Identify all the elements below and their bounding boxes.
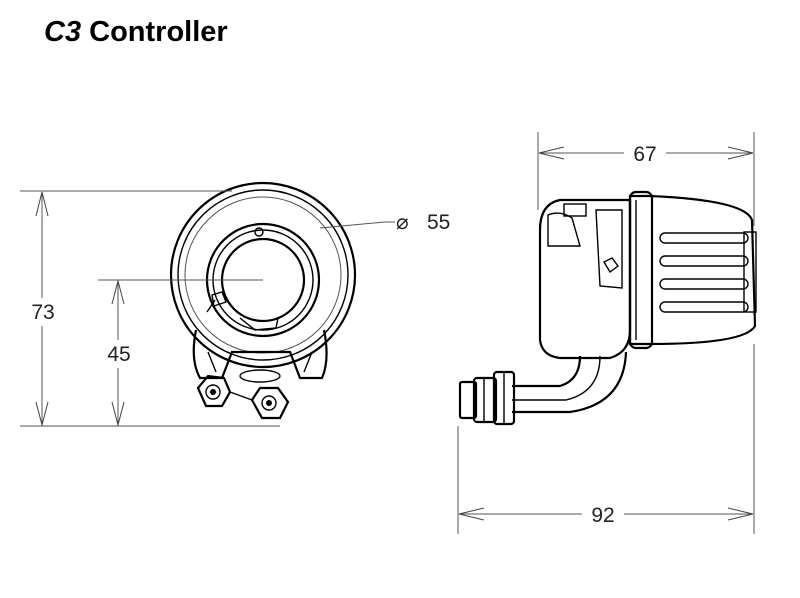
side-view <box>458 190 757 426</box>
dim-73-bg <box>24 298 62 326</box>
connector-tip <box>458 380 478 420</box>
clamp-body <box>192 329 328 380</box>
cable-nut-right <box>250 386 290 420</box>
cable-elbow-mid <box>512 355 601 401</box>
clamp-ribs <box>207 351 313 373</box>
dimension-92-label: 92 <box>591 504 614 527</box>
housing-panel <box>595 209 623 289</box>
dimension-73-label: 73 <box>31 301 54 324</box>
cable-elbow-top <box>512 355 582 388</box>
housing-mark-icon <box>603 257 619 274</box>
cable-elbow-bottom <box>512 351 628 414</box>
grip-ribs <box>659 232 749 313</box>
title-name: Controller <box>89 16 228 48</box>
dim-45-bg <box>100 340 138 368</box>
outer-ring <box>169 181 357 369</box>
cable-nut-left <box>196 374 232 408</box>
dimension-67-label: 67 <box>633 143 656 166</box>
outer-ring-inner <box>177 189 349 361</box>
controller-housing <box>538 198 632 360</box>
grip-body <box>628 194 757 346</box>
connector-nut <box>472 376 498 424</box>
top-bolt-icon <box>254 227 264 237</box>
dimension-55-label: 55 <box>427 211 450 234</box>
grip-collar <box>628 190 654 350</box>
connector-lines <box>483 372 505 424</box>
dim-92-bg <box>582 501 624 527</box>
diameter-symbol: ⌀ <box>396 211 409 234</box>
title-model: C3 <box>44 16 82 48</box>
front-view <box>169 181 357 420</box>
dimension-45-label: 45 <box>107 343 130 366</box>
nut-link <box>229 391 253 401</box>
housing-button <box>563 203 587 217</box>
tab-bottom <box>239 317 279 331</box>
dimension-55-leader <box>319 221 395 229</box>
thumb-lever <box>547 212 581 247</box>
dim-67-bg <box>624 140 666 166</box>
latch-left <box>206 291 227 313</box>
clamp-slot <box>239 369 281 383</box>
grip-end <box>743 231 757 313</box>
page-title: C3 Controller <box>44 16 228 49</box>
